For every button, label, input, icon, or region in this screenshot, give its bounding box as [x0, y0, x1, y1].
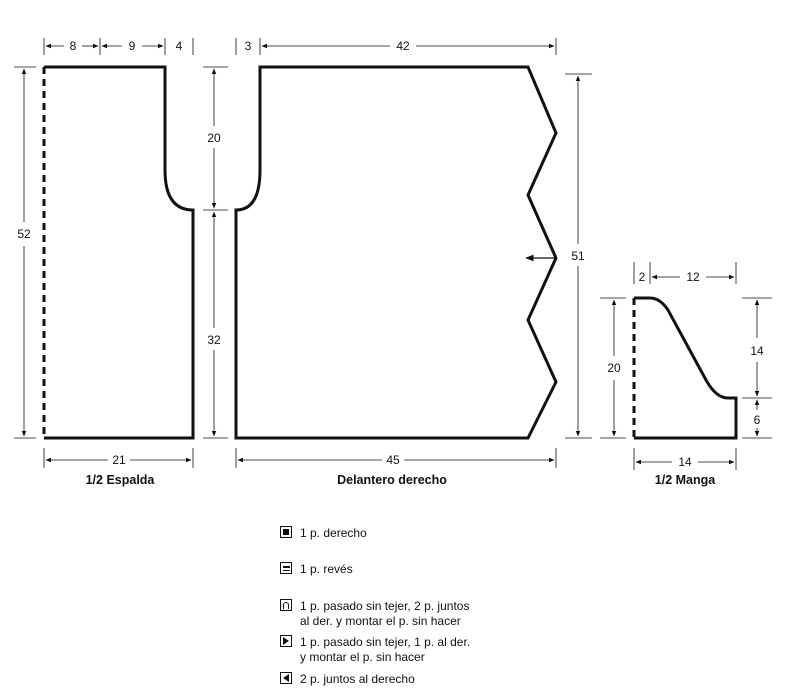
sleeve-dim-width: 14 — [678, 455, 692, 469]
sleeve-dim-upper-right: 14 — [750, 344, 764, 358]
sleeve-top-dimension — [633, 262, 737, 284]
right-triangle-square-icon — [280, 635, 292, 647]
front-width-dimension — [235, 448, 557, 468]
back-width-dimension — [43, 448, 194, 468]
legend-label: 1 p. pasado sin tejer, 1 p. al der. y mo… — [300, 635, 471, 664]
sleeve-dim-top-b: 12 — [686, 270, 700, 284]
legend-item: 1 p. derecho — [280, 526, 367, 541]
legend-label: 1 p. pasado sin tejer, 2 p. juntos al de… — [300, 599, 470, 628]
filled-square-icon — [280, 526, 292, 538]
sleeve-piece: 2 12 20 14 6 14 1/2 Man — [600, 262, 772, 487]
back-dim-top-c: 4 — [176, 39, 183, 53]
front-dim-height: 51 — [571, 249, 585, 263]
legend-label: 1 p. derecho — [300, 526, 367, 540]
back-top-dimension — [43, 38, 194, 55]
back-piece: 8 9 4 52 21 1/2 Espalda — [14, 38, 195, 487]
back-piece-outline — [44, 65, 195, 440]
sleeve-piece-outline — [634, 296, 738, 440]
sleeve-right-dimension — [742, 297, 772, 439]
front-top-dimension — [235, 38, 557, 55]
arch-square-icon — [280, 599, 292, 611]
purl-square-icon — [280, 562, 292, 574]
front-piece-outline — [234, 65, 558, 440]
legend-item: 2 p. juntos al derecho — [280, 672, 415, 687]
back-piece-title: 1/2 Espalda — [86, 473, 156, 487]
legend-item: 1 p. pasado sin tejer, 1 p. al der. y mo… — [280, 635, 470, 665]
back-height-dimension — [14, 66, 36, 439]
sleeve-piece-title: 1/2 Manga — [655, 473, 716, 487]
front-height-dimension — [565, 73, 592, 439]
legend-label: 1 p. revés — [300, 562, 353, 576]
sleeve-width-dimension — [633, 448, 737, 470]
front-dim-top-b: 42 — [396, 39, 410, 53]
legend-item: 1 p. revés — [280, 562, 353, 577]
legend-item: 1 p. pasado sin tejer, 2 p. juntos al de… — [280, 599, 469, 629]
back-dim-top-a: 8 — [70, 39, 77, 53]
back-dim-width: 21 — [112, 453, 126, 467]
front-piece-title: Delantero derecho — [337, 473, 447, 487]
sleeve-dim-height: 20 — [607, 361, 621, 375]
back-dim-top-b: 9 — [129, 39, 136, 53]
front-armhole-dimension — [203, 66, 228, 439]
legend-label: 2 p. juntos al derecho — [300, 672, 415, 686]
front-dim-top-a: 3 — [245, 39, 252, 53]
sleeve-dim-top-a: 2 — [639, 270, 646, 284]
left-triangle-square-icon — [280, 672, 292, 684]
front-dim-width: 45 — [386, 453, 400, 467]
back-dim-height: 52 — [17, 227, 31, 241]
sleeve-dim-lower-right: 6 — [754, 413, 761, 427]
front-dim-armhole: 20 — [207, 131, 221, 145]
front-dim-lower: 32 — [207, 333, 221, 347]
front-piece: 3 42 20 32 51 45 — [203, 38, 592, 487]
sleeve-height-dimension — [600, 297, 626, 439]
